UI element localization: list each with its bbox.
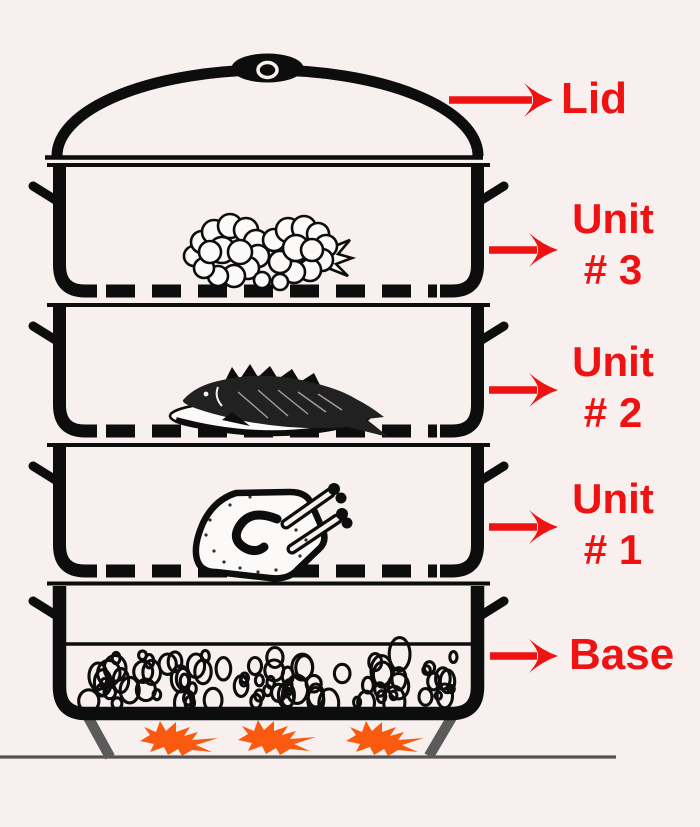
unit-2-drawing bbox=[33, 305, 504, 437]
callout-arrows bbox=[449, 83, 558, 673]
bubble bbox=[87, 661, 109, 692]
bubble bbox=[186, 681, 198, 696]
bubble bbox=[332, 662, 352, 685]
bubble bbox=[417, 686, 434, 707]
bubble bbox=[246, 655, 264, 677]
bubble bbox=[352, 695, 363, 709]
stand-legs bbox=[83, 714, 457, 760]
bubble bbox=[386, 671, 411, 701]
fish-icon bbox=[168, 364, 388, 437]
bubble bbox=[448, 649, 459, 665]
bubble bbox=[137, 649, 148, 662]
lid-knob-icon bbox=[231, 53, 304, 83]
bubble bbox=[134, 677, 157, 703]
bubble bbox=[265, 645, 285, 670]
bubble bbox=[434, 666, 452, 691]
bubble bbox=[369, 653, 394, 688]
unit-2-label: Unit# 2 bbox=[572, 338, 654, 436]
unit-3-arrow-icon bbox=[489, 233, 558, 267]
bubble bbox=[422, 660, 437, 676]
base-arrow-icon bbox=[490, 639, 558, 673]
bubble bbox=[317, 687, 341, 720]
flame-icon bbox=[346, 721, 424, 756]
bubble bbox=[99, 676, 111, 691]
bubble bbox=[290, 652, 315, 682]
base-pot-drawing bbox=[28, 581, 509, 721]
unit-1-label: Unit# 1 bbox=[572, 475, 654, 573]
unit-2-arrow-icon bbox=[489, 373, 558, 407]
bubble bbox=[118, 675, 141, 705]
bubble bbox=[360, 675, 375, 695]
bubble bbox=[169, 664, 192, 694]
bubble bbox=[214, 656, 233, 682]
unit-1-arrow-icon bbox=[489, 510, 558, 544]
unit-1-drawing bbox=[33, 445, 504, 582]
bubble bbox=[367, 652, 384, 673]
bubble bbox=[426, 671, 441, 692]
bubble bbox=[202, 686, 224, 714]
lid-arrow-icon bbox=[449, 83, 553, 117]
flames bbox=[140, 720, 424, 756]
bubble bbox=[387, 636, 412, 673]
bubble bbox=[92, 668, 113, 697]
bubble bbox=[132, 659, 155, 684]
bubble bbox=[253, 673, 265, 688]
bubble bbox=[253, 688, 266, 703]
lid-label: Lid bbox=[561, 74, 627, 123]
unit-3-label: Unit# 3 bbox=[572, 195, 654, 293]
flame-icon bbox=[140, 721, 218, 756]
bubble bbox=[285, 673, 310, 705]
bubble bbox=[382, 684, 407, 720]
bubbles bbox=[77, 636, 459, 720]
bubble bbox=[157, 652, 178, 676]
lid-drawing bbox=[45, 53, 484, 160]
bubble bbox=[433, 690, 444, 701]
bubble bbox=[77, 688, 101, 714]
bubble bbox=[238, 674, 250, 688]
flame-icon bbox=[238, 720, 316, 755]
bubble bbox=[373, 681, 387, 698]
base-label: Base bbox=[569, 630, 675, 679]
bubble bbox=[185, 652, 207, 680]
unit-3-drawing bbox=[33, 165, 504, 291]
bubble bbox=[435, 682, 455, 710]
cauliflower-icon bbox=[182, 212, 357, 292]
turkey-icon bbox=[192, 483, 353, 582]
bubble bbox=[110, 696, 124, 711]
